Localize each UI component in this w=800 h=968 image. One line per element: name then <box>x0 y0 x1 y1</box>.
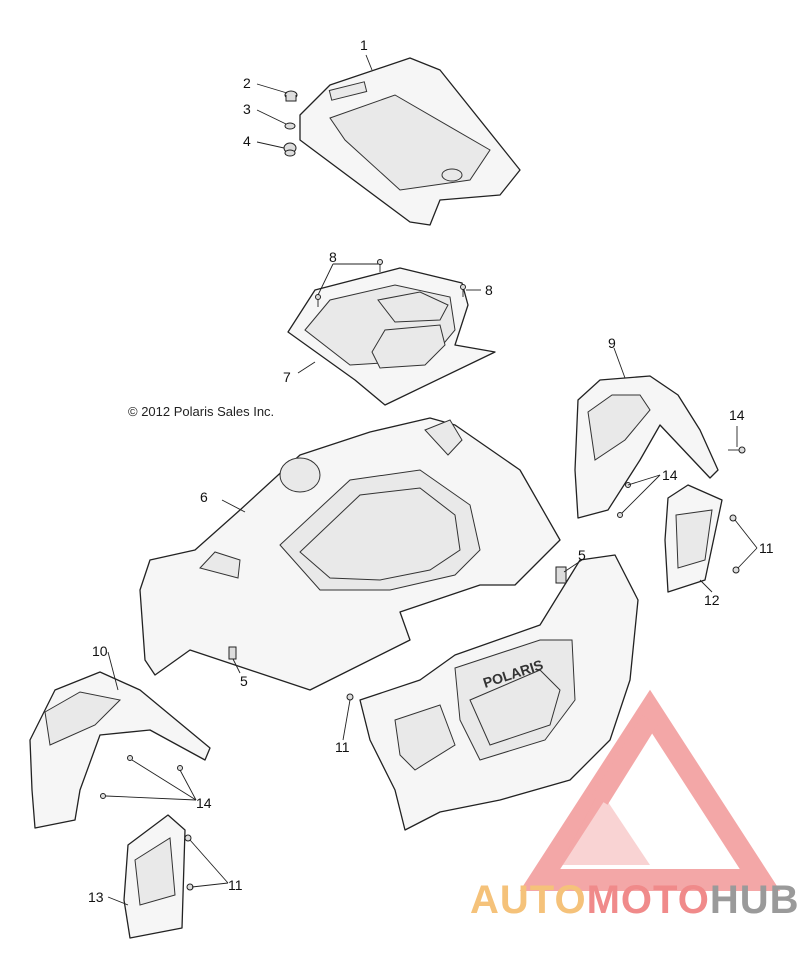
part-2-fastener <box>284 90 298 102</box>
watermark-moto: MOTO <box>586 878 710 922</box>
callout-14b: 14 <box>662 467 678 483</box>
callout-1: 1 <box>360 37 368 53</box>
callout-14c: 14 <box>196 795 212 811</box>
callout-5a: 5 <box>578 547 586 563</box>
callout-2: 2 <box>243 75 251 91</box>
callout-4: 4 <box>243 133 251 149</box>
callout-3: 3 <box>243 101 251 117</box>
watermark-hub: HUB <box>709 878 800 922</box>
front-grille-assembly: POLARIS <box>359 554 639 831</box>
part-10-fender-left <box>29 671 211 829</box>
callout-12: 12 <box>704 592 720 608</box>
part-5-clip-upper <box>555 566 567 584</box>
callout-11a: 11 <box>759 540 774 556</box>
part-12-mudflap-right <box>664 484 723 593</box>
part-8-screws <box>315 259 466 307</box>
callout-6: 6 <box>200 489 208 505</box>
watermark-brand: AUTOMOTOHUB <box>470 878 800 923</box>
watermark-auto: AUTO <box>470 878 587 922</box>
callout-14a: 14 <box>729 407 745 423</box>
part-6-hood <box>139 417 561 691</box>
callout-11b: 11 <box>335 739 350 755</box>
part-11-screws <box>184 514 740 891</box>
part-9-fender-right <box>574 375 719 519</box>
watermark-logo-icon <box>519 689 781 891</box>
copyright-text: © 2012 Polaris Sales Inc. <box>128 404 275 419</box>
callout-5b: 5 <box>240 673 248 689</box>
part-13-mudflap-left <box>123 814 186 939</box>
part-5-clip-lower <box>228 646 237 660</box>
leader-lines <box>105 54 758 906</box>
callout-13: 13 <box>88 889 104 905</box>
callout-10: 10 <box>92 643 108 659</box>
part-1-cover <box>299 57 521 226</box>
callout-8a: 8 <box>329 249 337 265</box>
callout-7: 7 <box>283 369 291 385</box>
part-7-storage-tray <box>287 267 496 406</box>
part-4-grommet <box>283 142 297 157</box>
callout-11c: 11 <box>228 877 243 893</box>
callout-9: 9 <box>608 335 616 351</box>
part-3-washer <box>284 122 296 130</box>
callout-labels: 1 2 3 4 8 8 7 9 14 14 11 12 5 6 5 11 10 … <box>88 37 774 905</box>
part-14-screws <box>100 446 746 799</box>
callout-8b: 8 <box>485 282 493 298</box>
